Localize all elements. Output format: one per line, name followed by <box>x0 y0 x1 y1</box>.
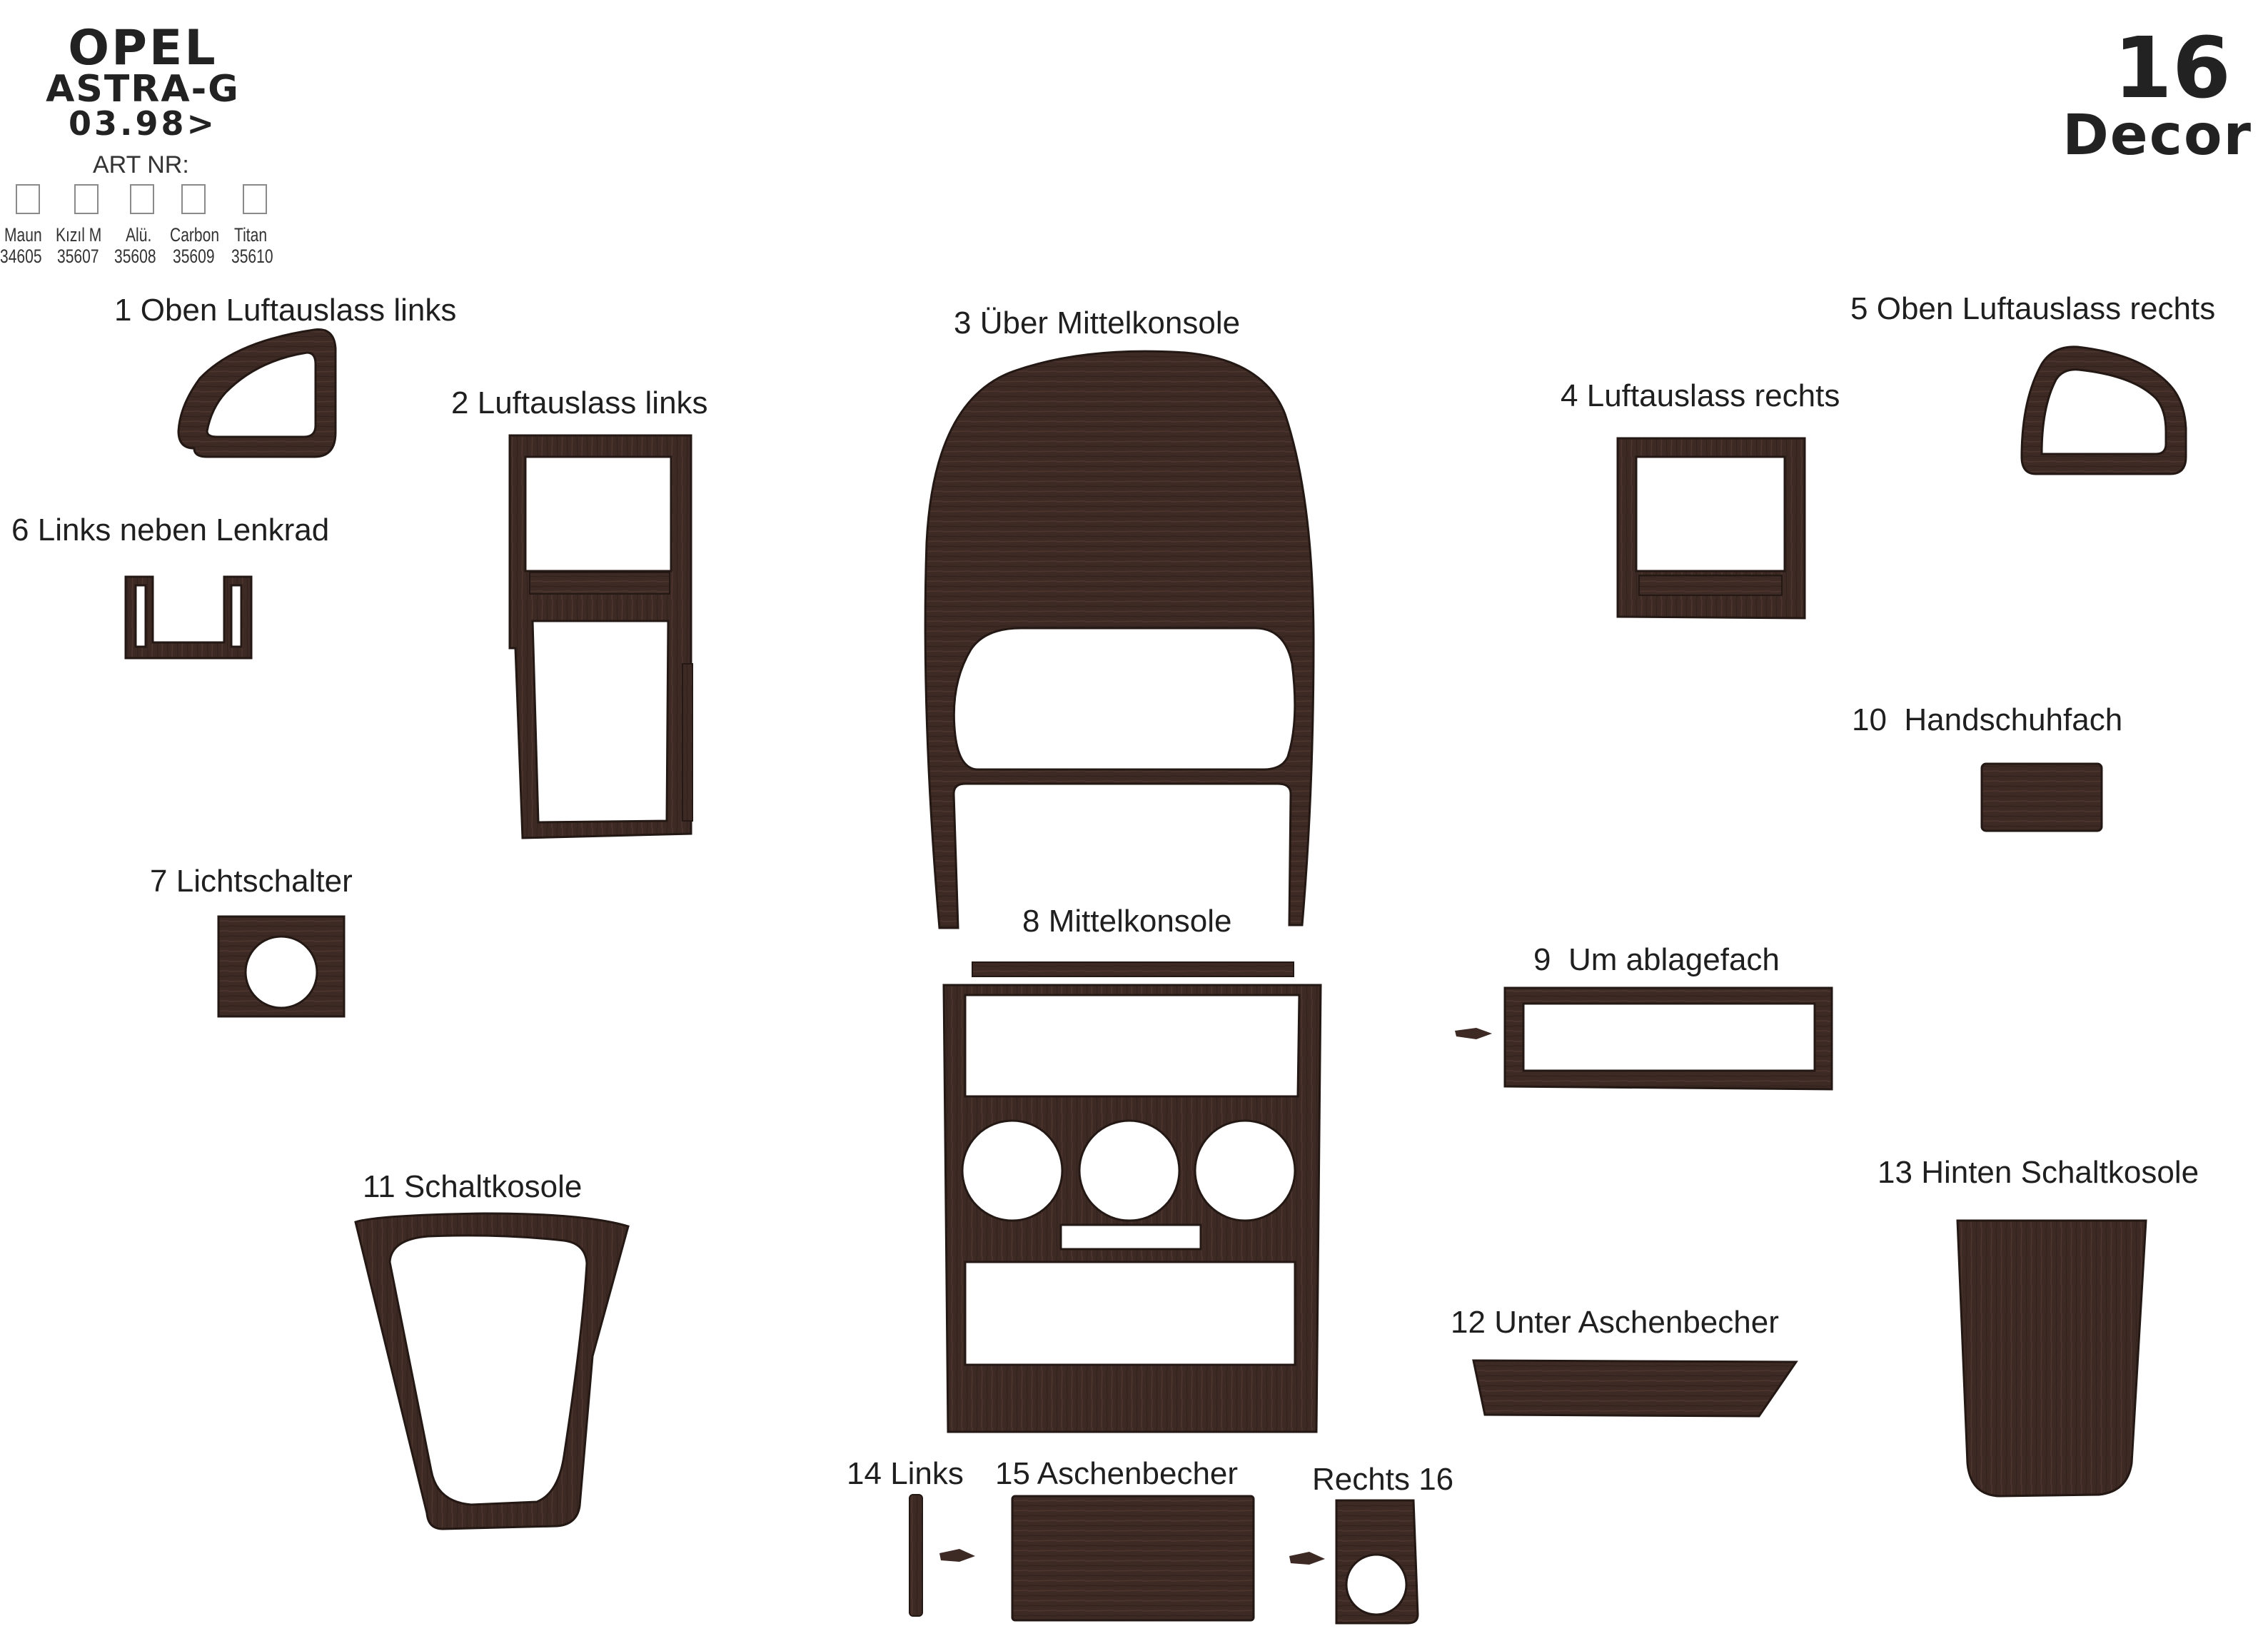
part-5-shape <box>2020 345 2187 475</box>
part-12-shape <box>1472 1359 1798 1418</box>
option-name: Carbon <box>170 224 220 246</box>
part-2-slot <box>529 572 670 595</box>
option-checkbox-alu[interactable] <box>130 184 154 214</box>
part-1-label: 1 Oben Luftauslass links <box>114 293 457 328</box>
part-14-clip-icon <box>939 1549 975 1562</box>
part-16-label: Rechts 16 <box>1312 1462 1454 1497</box>
part-9-clip-icon <box>1455 1028 1492 1039</box>
option-name: Maun <box>4 224 42 246</box>
option-code: 35607 <box>57 246 99 267</box>
part-10-label: 10 Handschuhfach <box>1852 702 2123 737</box>
part-8-label: 8 Mittelkonsole <box>1022 904 1232 939</box>
part-8-top-strip <box>972 961 1294 977</box>
part-4-label: 4 Luftauslass rechts <box>1561 378 1840 413</box>
part-16-shape <box>1335 1499 1419 1625</box>
part-14-shape <box>909 1494 923 1617</box>
piece-count: 16 <box>2113 19 2231 117</box>
part-7-shape <box>217 915 346 1018</box>
part-9-label: 9 Um ablagefach <box>1533 942 1780 977</box>
option-checkbox-titan[interactable] <box>243 184 267 214</box>
art-number-label: ART NR: <box>93 151 189 178</box>
option-code: 35608 <box>114 246 156 267</box>
part-14-label: 14 Links <box>847 1456 964 1491</box>
model-name: ASTRA-G <box>46 68 240 111</box>
option-name: Alü. <box>126 224 152 246</box>
option-checkbox-carbon[interactable] <box>181 184 206 214</box>
part-2-label: 2 Luftauslass links <box>451 385 708 420</box>
option-code: 35609 <box>173 246 215 267</box>
part-8-shape <box>942 984 1322 1433</box>
model-period: 03.98> <box>68 104 218 143</box>
part-9-shape <box>1503 986 1833 1091</box>
part-3-shape <box>924 350 1315 929</box>
part-13-shape <box>1956 1219 2147 1498</box>
part-15-shape <box>1011 1495 1255 1622</box>
part-6-label: 6 Links neben Lenkrad <box>11 513 330 547</box>
part-2-strip <box>682 663 693 822</box>
part-7-label: 7 Lichtschalter <box>150 864 353 899</box>
vehicle-header: OPEL ASTRA-G 03.98> <box>29 20 257 143</box>
part-1-shape <box>177 328 337 458</box>
part-6-shape <box>124 575 253 660</box>
part-12-label: 12 Unter Aschenbecher <box>1451 1305 1779 1340</box>
part-10-shape <box>1980 762 2103 832</box>
part-3-label: 3 Über Mittelkonsole <box>954 306 1241 340</box>
option-name: Titan <box>234 224 268 246</box>
brand-name: OPEL <box>68 20 218 76</box>
option-checkbox-maun[interactable] <box>16 184 40 214</box>
part-11-shape <box>354 1212 630 1530</box>
option-checkbox-kizil[interactable] <box>74 184 99 214</box>
part-13-label: 13 Hinten Schaltkosole <box>1878 1155 2199 1190</box>
part-11-label: 11 Schaltkosole <box>363 1169 583 1204</box>
option-code: 35610 <box>231 246 273 267</box>
part-15-label: 15 Aschenbecher <box>995 1456 1239 1491</box>
part-5-label: 5 Oben Luftauslass rechts <box>1850 291 2216 326</box>
option-name: Kızıl M <box>56 224 102 246</box>
part-2-shape <box>508 434 692 839</box>
decor-title: Decor <box>2062 103 2252 168</box>
part-4-slot <box>1638 575 1783 596</box>
part-16-clip-icon <box>1289 1552 1325 1565</box>
part-4-shape <box>1616 437 1806 620</box>
option-code: 34605 <box>0 246 42 267</box>
